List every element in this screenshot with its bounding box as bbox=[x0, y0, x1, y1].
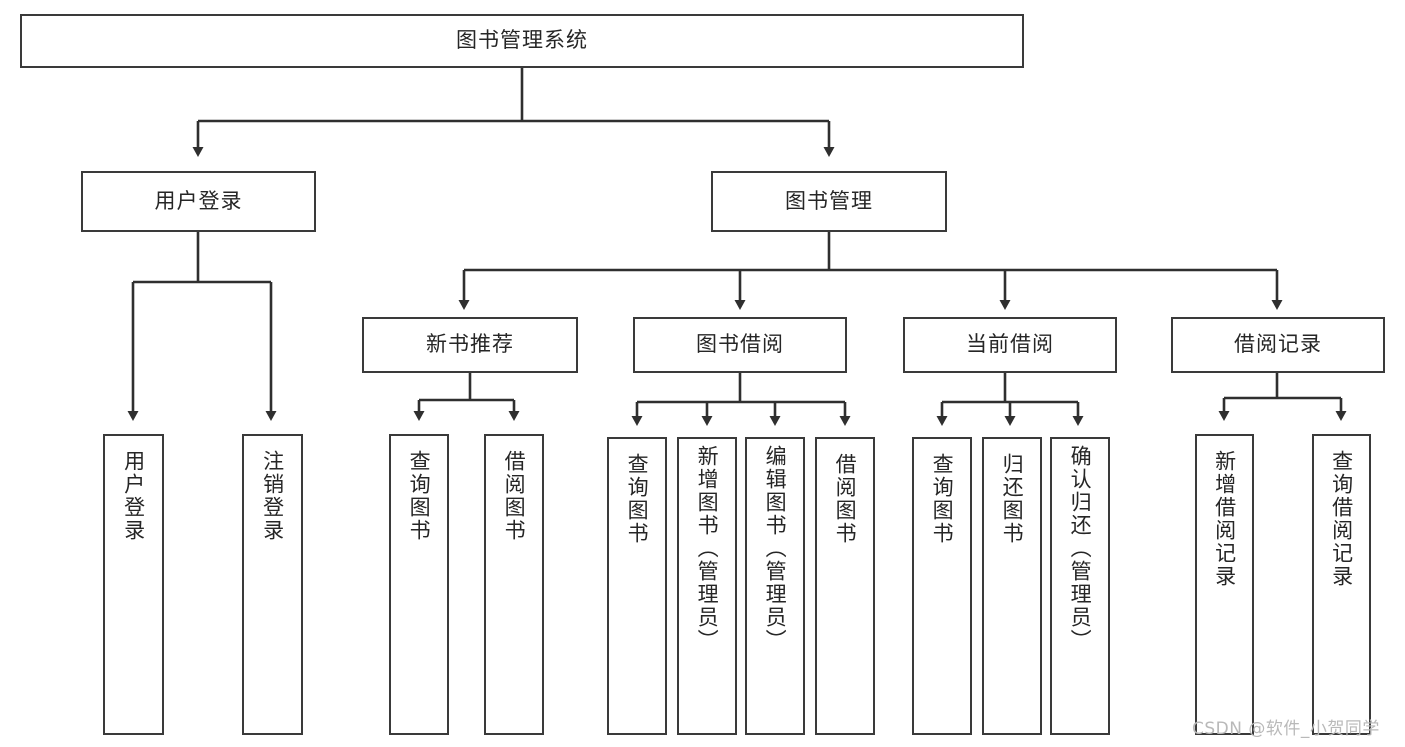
leaf-label: 注销登录 bbox=[260, 450, 285, 542]
leaf-label: 确认归还（管理员） bbox=[1068, 445, 1093, 652]
leaf-label: 借阅图书 bbox=[502, 450, 527, 542]
node-book-borrowing[interactable]: 图书借阅 bbox=[633, 317, 847, 373]
node-current-borrowing[interactable]: 当前借阅 bbox=[903, 317, 1117, 373]
leaf-current-confirm-return-admin[interactable]: 确认归还（管理员） bbox=[1050, 437, 1110, 735]
node-new-book-recommendation[interactable]: 新书推荐 bbox=[362, 317, 578, 373]
leaf-new-book-borrow[interactable]: 借阅图书 bbox=[484, 434, 544, 735]
leaf-label: 借阅图书 bbox=[833, 453, 858, 545]
node-borrowing-record[interactable]: 借阅记录 bbox=[1171, 317, 1385, 373]
leaf-record-add-borrow-record[interactable]: 新增借阅记录 bbox=[1195, 434, 1254, 735]
leaf-current-return-book[interactable]: 归还图书 bbox=[982, 437, 1042, 735]
csdn-watermark: CSDN @软件_小贺同学 bbox=[1192, 719, 1380, 739]
node-label: 借阅记录 bbox=[1234, 332, 1322, 357]
leaf-current-query-book[interactable]: 查询图书 bbox=[912, 437, 972, 735]
leaf-borrow-edit-book-admin[interactable]: 编辑图书（管理员） bbox=[745, 437, 805, 735]
node-label: 图书管理 bbox=[785, 188, 873, 213]
leaf-borrow-add-book-admin[interactable]: 新增图书（管理员） bbox=[677, 437, 737, 735]
leaf-label: 用户登录 bbox=[121, 450, 146, 542]
leaf-label: 新增借阅记录 bbox=[1212, 450, 1237, 588]
leaf-label: 编辑图书（管理员） bbox=[763, 445, 788, 652]
leaf-record-query-borrow-record[interactable]: 查询借阅记录 bbox=[1312, 434, 1371, 735]
node-book-management[interactable]: 图书管理 bbox=[711, 171, 947, 232]
leaf-borrow-query-book[interactable]: 查询图书 bbox=[607, 437, 667, 735]
node-label: 图书管理系统 bbox=[456, 28, 588, 53]
node-label: 当前借阅 bbox=[966, 332, 1054, 357]
leaf-label: 查询借阅记录 bbox=[1329, 450, 1354, 588]
leaf-label: 查询图书 bbox=[930, 453, 955, 545]
node-label: 新书推荐 bbox=[426, 332, 514, 357]
leaf-label: 新增图书（管理员） bbox=[695, 445, 720, 652]
leaf-borrow-borrow-book[interactable]: 借阅图书 bbox=[815, 437, 875, 735]
node-label: 图书借阅 bbox=[696, 332, 784, 357]
leaf-user-login-signout[interactable]: 注销登录 bbox=[242, 434, 303, 735]
node-user-login[interactable]: 用户登录 bbox=[81, 171, 316, 232]
leaf-label: 查询图书 bbox=[407, 450, 432, 542]
leaf-new-book-query[interactable]: 查询图书 bbox=[389, 434, 449, 735]
leaf-label: 归还图书 bbox=[1000, 453, 1025, 545]
node-label: 用户登录 bbox=[154, 188, 243, 213]
leaf-user-login-signin[interactable]: 用户登录 bbox=[103, 434, 164, 735]
node-root-book-management-system[interactable]: 图书管理系统 bbox=[20, 14, 1024, 68]
leaf-label: 查询图书 bbox=[625, 453, 650, 545]
